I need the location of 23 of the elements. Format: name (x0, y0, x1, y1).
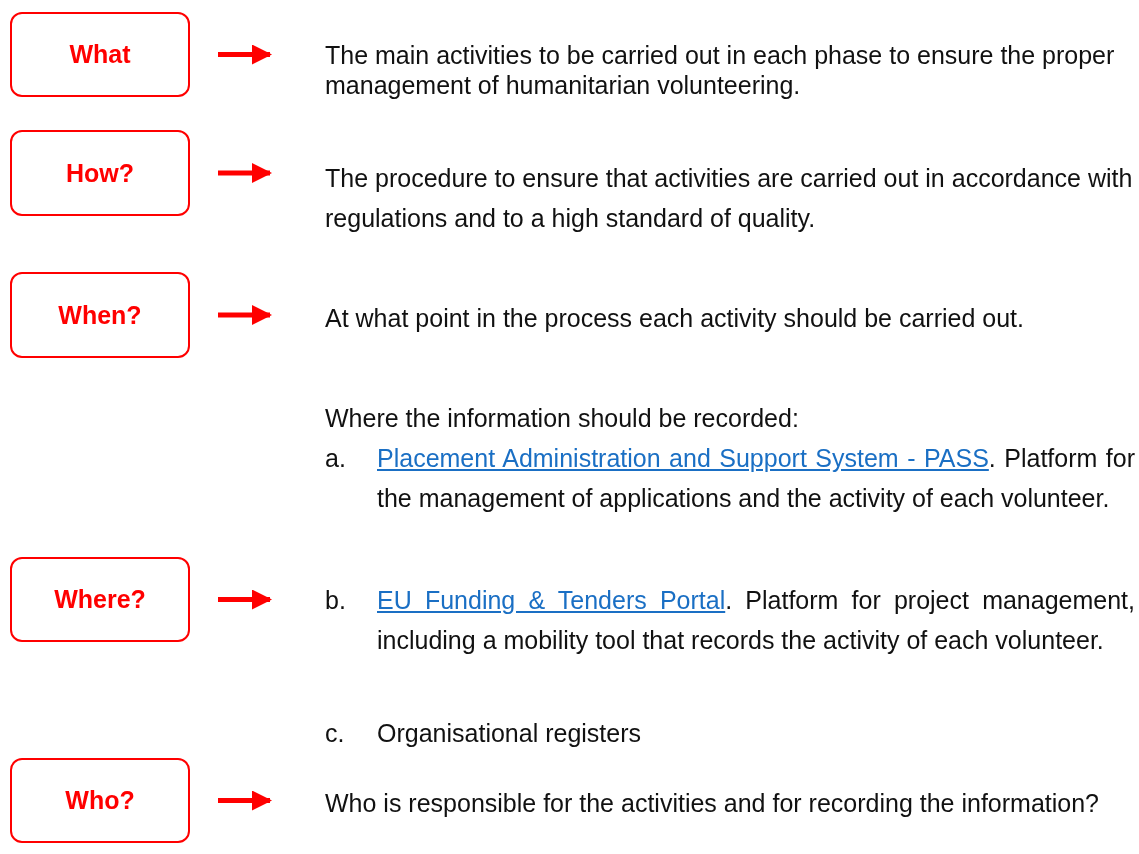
question-box: When? (10, 272, 190, 358)
arrow (218, 589, 272, 610)
question-box: How? (10, 130, 190, 216)
list-item-text: EU Funding & Tenders Portal. Platform for project management, including a mobility tool that records the activity of each volunteer. (377, 585, 1135, 656)
question-box: Who? (10, 758, 190, 843)
description-text: At what point in the process each activity should be carried out. (325, 303, 1025, 334)
description-text: Who is responsible for the activities and for recording the information? (325, 788, 1100, 818)
description-text: The procedure to ensure that activities are carried out in accordance with regulations and to a high standard of quality. (325, 163, 1134, 234)
question-box: What (10, 12, 190, 97)
question-box: Where? (10, 557, 190, 642)
arrow (218, 790, 272, 811)
arrow (218, 44, 272, 65)
link: EU Funding & Tenders Portal (377, 586, 726, 614)
description-text: Where the information should be recorded: (325, 403, 800, 434)
arrow (218, 163, 272, 183)
list-item-text: Organisational registers (377, 718, 642, 749)
list-marker: c. (325, 718, 346, 749)
list-marker: a. (325, 443, 347, 474)
description-text: The main activities to be carried out in each phase to ensure the proper management of humanitarian volunteering. (325, 40, 1116, 100)
link: Placement Administration and Support System - PASS (377, 444, 989, 472)
arrow (218, 305, 272, 325)
list-marker: b. (325, 585, 347, 616)
list-item-text: Placement Administration and Support System - PASS. Platform for the management of applications and the activity of each volunteer. (377, 443, 1135, 514)
